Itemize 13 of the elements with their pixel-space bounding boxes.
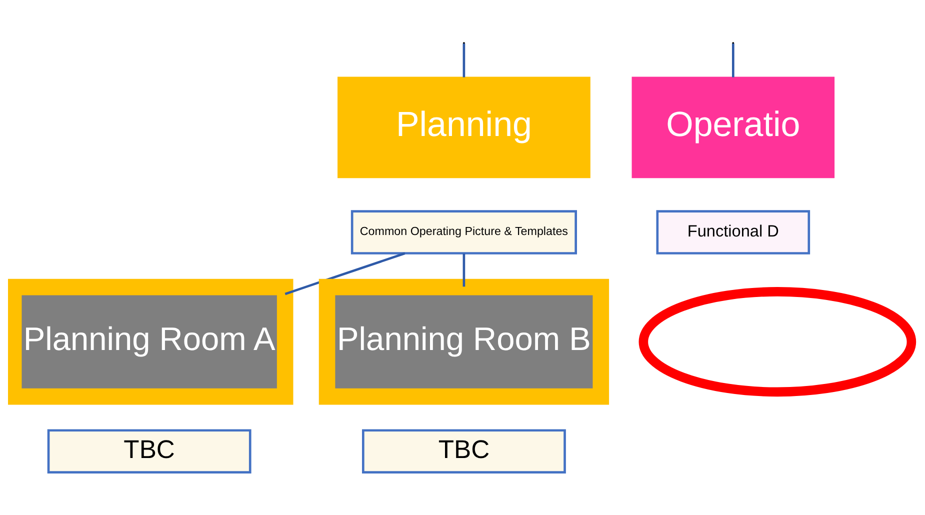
- node-box: Common Operating Picture & Templates: [350, 210, 577, 254]
- node-box: Planning Room A: [8, 278, 294, 405]
- node-box: Functional D: [656, 210, 810, 254]
- connector: [284, 252, 406, 296]
- node-ellipse: [638, 287, 916, 397]
- connector: [462, 44, 466, 78]
- node-box: Planning: [338, 76, 590, 178]
- connector: [732, 44, 734, 78]
- node-box: Planning Room B: [318, 278, 610, 405]
- node-box: Operatio: [632, 76, 835, 178]
- connector: [462, 254, 466, 287]
- node-box: TBC: [47, 429, 252, 474]
- node-box: TBC: [362, 429, 566, 474]
